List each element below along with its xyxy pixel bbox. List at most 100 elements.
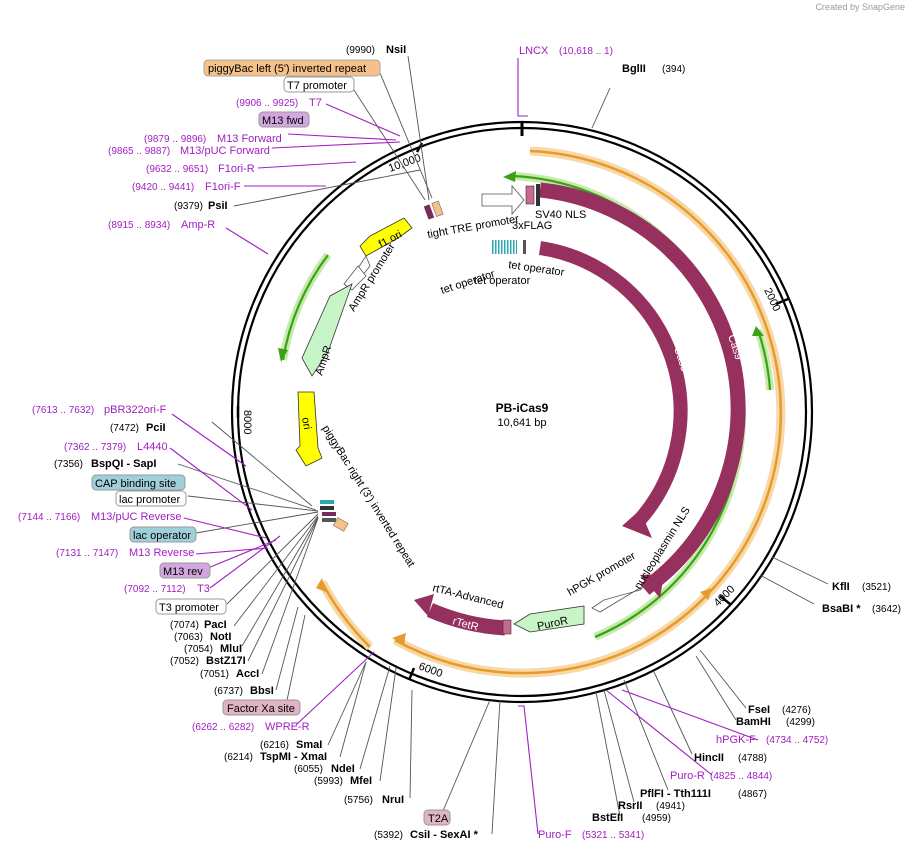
sv40-nls-label: SV40 NLS — [535, 209, 586, 221]
green-right-arc — [752, 326, 774, 391]
site-pos: (4941) — [656, 801, 685, 812]
primer-name: Amp-R — [181, 219, 215, 231]
primer-name: pBR322ori-F — [104, 404, 167, 416]
primer-pos: (4734 .. 4752) — [766, 735, 828, 746]
primer-name: L4440 — [137, 441, 168, 453]
primer-pos: (7362 .. 7379) — [64, 442, 126, 453]
site-labels-left: (9990) NsiI (9379) PsiI (7472) PciI (735… — [54, 44, 479, 841]
lac-operator-box[interactable] — [320, 500, 334, 504]
3xflag-label: 3xFLAG — [512, 220, 552, 232]
site-name: BsaBI * — [822, 603, 861, 615]
site-pos: (7052) — [170, 656, 199, 667]
site-pos: (7074) — [170, 620, 199, 631]
sv40-nls-box[interactable] — [536, 184, 540, 206]
site-pos: (6055) — [294, 764, 323, 775]
piggybac-right-box[interactable] — [332, 517, 349, 532]
site-name: BspQI - SapI — [91, 458, 156, 470]
site-pos: (5756) — [344, 795, 373, 806]
site-pos: (4788) — [738, 753, 767, 764]
site-pos: (6737) — [214, 686, 243, 697]
site-name: PsiI — [208, 200, 228, 212]
site-pos: (6214) — [224, 752, 253, 763]
primer-pos: (7144 .. 7166) — [18, 512, 80, 523]
3xflag-box[interactable] — [525, 185, 535, 205]
boxed-label: T7 promoter — [287, 80, 347, 92]
piggybac-left-box[interactable] — [431, 200, 444, 217]
orange-bottom-arc — [392, 633, 632, 678]
site-name: BstEII — [592, 812, 623, 824]
primer-name: Puro-F — [538, 829, 572, 841]
site-pos: (7472) — [110, 423, 139, 434]
boxed-label: Factor Xa site — [227, 703, 295, 715]
site-pos: (6216) — [260, 740, 289, 751]
site-name: NdeI — [331, 763, 355, 775]
primer-pos: (5321 .. 5341) — [582, 830, 644, 841]
site-name: PciI — [146, 422, 166, 434]
site-pos: (5392) — [374, 830, 403, 841]
site-pos: (3521) — [862, 582, 891, 593]
rtetr-arrow[interactable] — [414, 594, 512, 636]
ori-label: ori — [299, 416, 313, 430]
primer-name: M13 Forward — [217, 133, 282, 145]
primer-name: Puro-R — [670, 770, 705, 782]
t3-promoter-box[interactable] — [322, 518, 336, 522]
primer-pos: (7613 .. 7632) — [32, 405, 94, 416]
site-name: AccI — [236, 668, 259, 680]
primer-pos: (10,618 .. 1) — [559, 46, 613, 57]
primer-pos: (9906 .. 9925) — [236, 98, 298, 109]
puror-arrow[interactable] — [513, 596, 585, 634]
boxed-labels: piggyBac left (5') inverted repeat T7 pr… — [91, 59, 451, 826]
tight-tre-promoter-arrow[interactable] — [481, 184, 525, 216]
primer-name: hPGK-F — [716, 734, 756, 746]
site-name: BglII — [622, 63, 646, 75]
t7-promoter-box[interactable] — [423, 204, 435, 220]
cas9-inner-arrow[interactable] — [538, 241, 688, 538]
left-connectors — [177, 55, 611, 835]
ampr-promoter-arrow[interactable] — [343, 255, 371, 291]
ori-arrow[interactable] — [295, 391, 323, 467]
f1-ori-arrow[interactable] — [359, 217, 413, 257]
map-title: PB-iCas9 — [496, 401, 549, 415]
lac-promoter-box[interactable] — [320, 506, 334, 510]
primer-name: LNCX — [519, 45, 549, 57]
boxed-label: lac operator — [133, 530, 191, 542]
primer-name: F1ori-F — [205, 181, 241, 193]
primer-labels: LNCX (10,618 .. 1) (9906 .. 9925) T7 (98… — [18, 45, 828, 841]
primer-name: F1ori-R — [218, 163, 255, 175]
ampr-arrow[interactable] — [301, 283, 353, 377]
site-name: NotI — [210, 631, 231, 643]
lncx-primer-arc — [529, 146, 786, 655]
site-name: TspMI - XmaI — [260, 751, 327, 763]
site-name: RsrII — [618, 800, 642, 812]
primer-name: T7 — [309, 97, 322, 109]
site-name: NruI — [382, 794, 404, 806]
boxed-label: M13 fwd — [262, 115, 304, 127]
boxed-label: M13 rev — [163, 566, 203, 578]
site-pos: (4959) — [642, 813, 671, 824]
site-pos: (3642) — [872, 604, 901, 615]
m13-rev-box[interactable] — [322, 512, 336, 516]
site-pos: (9379) — [174, 201, 203, 212]
primer-name: WPRE-R — [265, 721, 310, 733]
nucleoplasmin-nls-box[interactable] — [640, 579, 656, 595]
site-name: SmaI — [296, 739, 322, 751]
primer-pos: (9420 .. 9441) — [132, 182, 194, 193]
site-name: KflI — [832, 581, 850, 593]
site-name: PflFI - Tth111I — [640, 788, 711, 800]
tet-operator-block[interactable] — [491, 240, 517, 254]
site-pos: (4276) — [782, 705, 811, 716]
site-name: CsiI - SexAI * — [410, 829, 479, 841]
primer-name: T3 — [197, 583, 210, 595]
tet-operator-single[interactable] — [523, 240, 526, 254]
hpgk-promoter-label: hPGK promoter — [566, 550, 638, 599]
site-pos: (4867) — [738, 789, 767, 800]
primer-pos: (6262 .. 6282) — [192, 722, 254, 733]
tet-operator-3: tet operator — [474, 275, 531, 287]
map-length: 10,641 bp — [498, 417, 547, 429]
snapgene-credit: Created by SnapGene — [815, 2, 905, 12]
boxed-label: T3 promoter — [159, 602, 219, 614]
site-name: FseI — [748, 704, 770, 716]
primer-pos: (9632 .. 9651) — [146, 164, 208, 175]
